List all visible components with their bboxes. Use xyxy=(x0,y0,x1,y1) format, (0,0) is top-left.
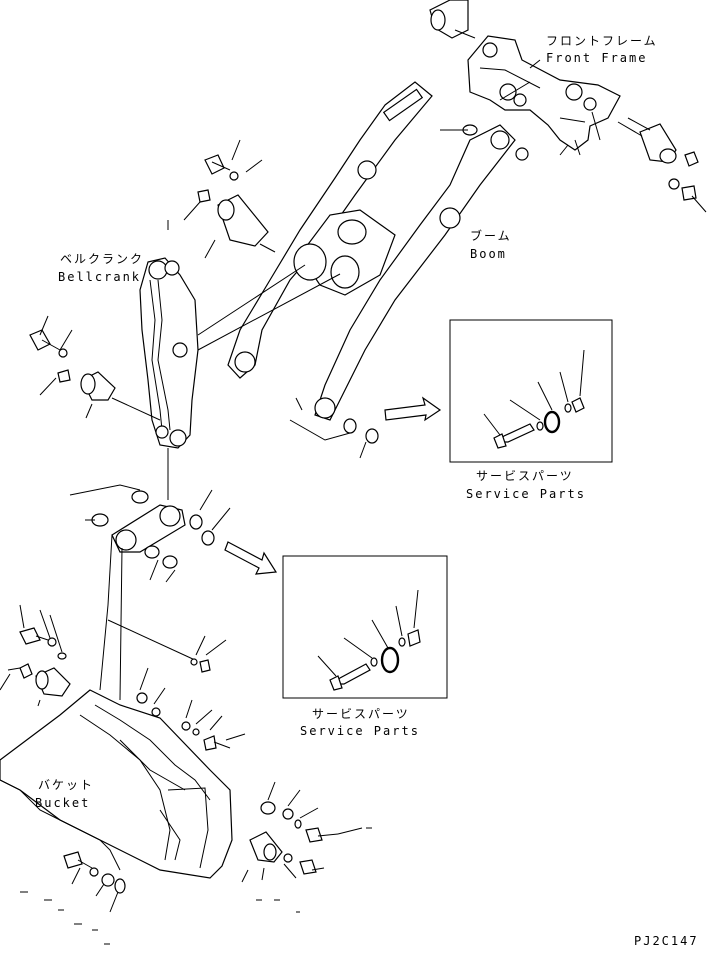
bellcrank-label-jp: ベルクランク xyxy=(60,252,145,266)
front-frame-label-jp: フロントフレーム xyxy=(546,34,658,48)
leader-line xyxy=(289,397,367,459)
service-parts-box-2 xyxy=(282,555,448,699)
service-parts-1-label-en: Service Parts xyxy=(466,487,586,501)
service-parts-kit-2 xyxy=(317,589,421,691)
bellcrank-label-en: Bellcrank xyxy=(58,270,142,284)
boom-label-jp: ブーム xyxy=(470,229,512,243)
washer-icon xyxy=(144,545,160,559)
bucket-bolts-mid xyxy=(136,635,246,751)
leader-line xyxy=(107,619,196,661)
bucket-label-jp: バケット xyxy=(38,778,95,792)
leader-line xyxy=(197,264,306,336)
boom-pin-set xyxy=(197,154,276,253)
top-pin xyxy=(429,0,476,39)
bucket xyxy=(0,689,233,879)
leader-line xyxy=(167,139,263,259)
boom-label-en: Boom xyxy=(470,247,507,261)
arrow-icon xyxy=(224,541,278,575)
washer-icon xyxy=(162,555,178,569)
service-parts-kit-1 xyxy=(483,349,585,449)
bucket-bolts-right xyxy=(241,781,372,883)
washer-icon xyxy=(131,490,149,504)
bucket-bolts-lower xyxy=(20,851,300,945)
front-frame-label-en: Front Frame xyxy=(546,51,648,65)
leader-line xyxy=(39,315,93,419)
service-parts-2-label-jp: サービスパーツ xyxy=(312,707,410,721)
drawing-code: PJ2C147 xyxy=(634,934,699,948)
arrow-icon xyxy=(384,396,442,422)
boom xyxy=(227,81,516,421)
washer-icon xyxy=(189,514,203,530)
bellcrank-pin-set xyxy=(29,329,161,421)
washer-icon xyxy=(343,418,357,434)
bucket-pin-set-left xyxy=(0,604,71,707)
service-parts-2-label-en: Service Parts xyxy=(300,724,420,738)
bellcrank xyxy=(139,257,199,449)
bucket-label-en: Bucket xyxy=(35,796,91,810)
washer-icon xyxy=(201,530,215,546)
frame-pin-set xyxy=(617,121,707,213)
service-parts-box-1 xyxy=(449,319,613,463)
washer-icon xyxy=(515,147,529,161)
link xyxy=(111,504,186,553)
leader-line xyxy=(197,273,341,351)
front-frame xyxy=(467,35,621,156)
leader-line xyxy=(99,534,123,701)
washer-icon xyxy=(365,428,379,444)
leader-line xyxy=(440,59,651,131)
service-parts-1-label-jp: サービスパーツ xyxy=(476,469,574,483)
